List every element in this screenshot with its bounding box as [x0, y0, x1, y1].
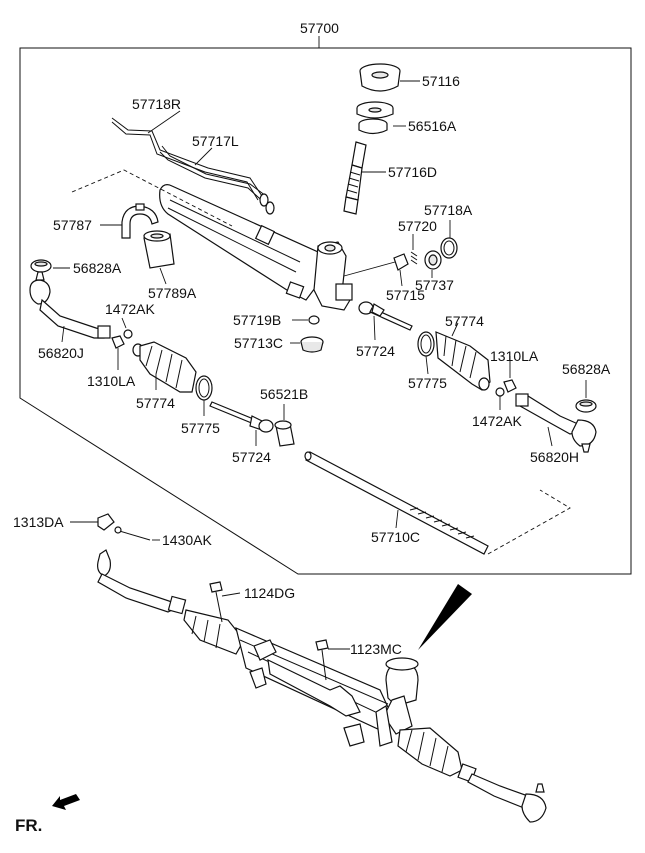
- label-57719B: 57719B: [233, 312, 281, 328]
- label-57718R: 57718R: [132, 96, 181, 112]
- label-57724-left: 57724: [232, 449, 271, 465]
- part-1472AK-washer-right: [495, 387, 505, 397]
- label-57717L: 57717L: [192, 133, 239, 149]
- part-1124DG-bolt: [209, 581, 223, 623]
- label-57724-right: 57724: [356, 343, 395, 359]
- label-56516A: 56516A: [408, 118, 457, 134]
- part-56516A-bearing: [356, 101, 394, 135]
- part-57737-plug: [424, 250, 442, 270]
- label-57715: 57715: [386, 287, 425, 303]
- part-57789A-bushing: [143, 230, 175, 269]
- label-57787: 57787: [53, 217, 92, 233]
- part-57719B-screw: [308, 315, 320, 325]
- part-rack-housing: [159, 184, 353, 311]
- label-57775-right: 57775: [408, 375, 447, 391]
- part-56828A-cap-left: [30, 259, 52, 273]
- label-1430AK: 1430AK: [162, 532, 212, 548]
- part-57787-clamp: [121, 203, 159, 239]
- part-1310LA-nut-right: [503, 379, 517, 393]
- part-57116-cap: [359, 63, 401, 92]
- part-57774-boot-right: [435, 331, 491, 391]
- label-57713C: 57713C: [234, 335, 283, 351]
- label-57710C: 57710C: [371, 529, 420, 545]
- front-arrow-icon: [52, 794, 80, 810]
- part-57724-inner-tierod-right: [358, 301, 413, 331]
- part-57716D-pinion: [343, 141, 367, 215]
- part-57718R-57717L-pipes: [111, 117, 275, 215]
- part-56521B-bushing: [274, 420, 295, 447]
- part-57720-spring: [410, 251, 418, 265]
- part-56828A-cap-right: [575, 399, 597, 413]
- part-57715-yoke: [393, 253, 409, 271]
- part-57774-boot-left: [132, 341, 197, 393]
- label-1310LA-left: 1310LA: [87, 373, 136, 389]
- part-1123MC-bolt: [315, 639, 329, 681]
- assembled-tierod-right: [397, 727, 547, 823]
- part-1472AK-washer-left: [123, 329, 133, 339]
- part-57718A-ring: [440, 237, 458, 259]
- label-1123MC: 1123MC: [350, 641, 402, 657]
- part-57724-inner-tierod-left: [209, 401, 274, 433]
- outline-bracket: [71, 169, 233, 227]
- label-57718A: 57718A: [424, 202, 473, 218]
- part-1313DA-nut: [97, 513, 115, 531]
- label-1310LA-right: 1310LA: [490, 348, 539, 364]
- label-1313DA: 1313DA: [13, 514, 64, 530]
- label-57720: 57720: [398, 218, 437, 234]
- label-56828A-right: 56828A: [562, 361, 611, 377]
- assembled-steering-gear: [183, 609, 419, 747]
- label-57700: 57700: [300, 20, 339, 36]
- label-57775-left: 57775: [181, 420, 220, 436]
- part-57710C-rack-bar: [304, 451, 489, 555]
- label-fr: FR.: [15, 816, 42, 835]
- label-57737: 57737: [415, 277, 454, 293]
- label-56820J: 56820J: [38, 345, 84, 361]
- exploded-view-frame: [19, 47, 632, 575]
- part-1310LA-nut-left: [111, 335, 125, 349]
- label-1124DG: 1124DG: [244, 585, 295, 601]
- label-57774-right: 57774: [445, 313, 484, 329]
- label-1472AK-right: 1472AK: [472, 413, 522, 429]
- part-1430AK-pin: [114, 526, 151, 541]
- pointer-arrow: [418, 584, 472, 650]
- outline-rack: [487, 489, 571, 555]
- label-56828A-left: 56828A: [73, 260, 122, 276]
- label-56820H: 56820H: [530, 449, 579, 465]
- label-56521B: 56521B: [260, 386, 308, 402]
- label-1472AK-left: 1472AK: [105, 301, 155, 317]
- part-56820J-tierod-end-left: [29, 271, 111, 339]
- part-57775-clamp-right: [417, 331, 435, 357]
- label-57789A: 57789A: [148, 285, 197, 301]
- label-57774-left: 57774: [136, 395, 175, 411]
- part-57775-clamp-left: [195, 375, 213, 401]
- part-57713C-cap: [300, 336, 324, 353]
- part-56820H-tierod-end-right: [515, 393, 597, 453]
- label-57716D: 57716D: [388, 164, 437, 180]
- label-57116: 57116: [422, 73, 460, 89]
- assembled-tierod-left: [97, 549, 187, 615]
